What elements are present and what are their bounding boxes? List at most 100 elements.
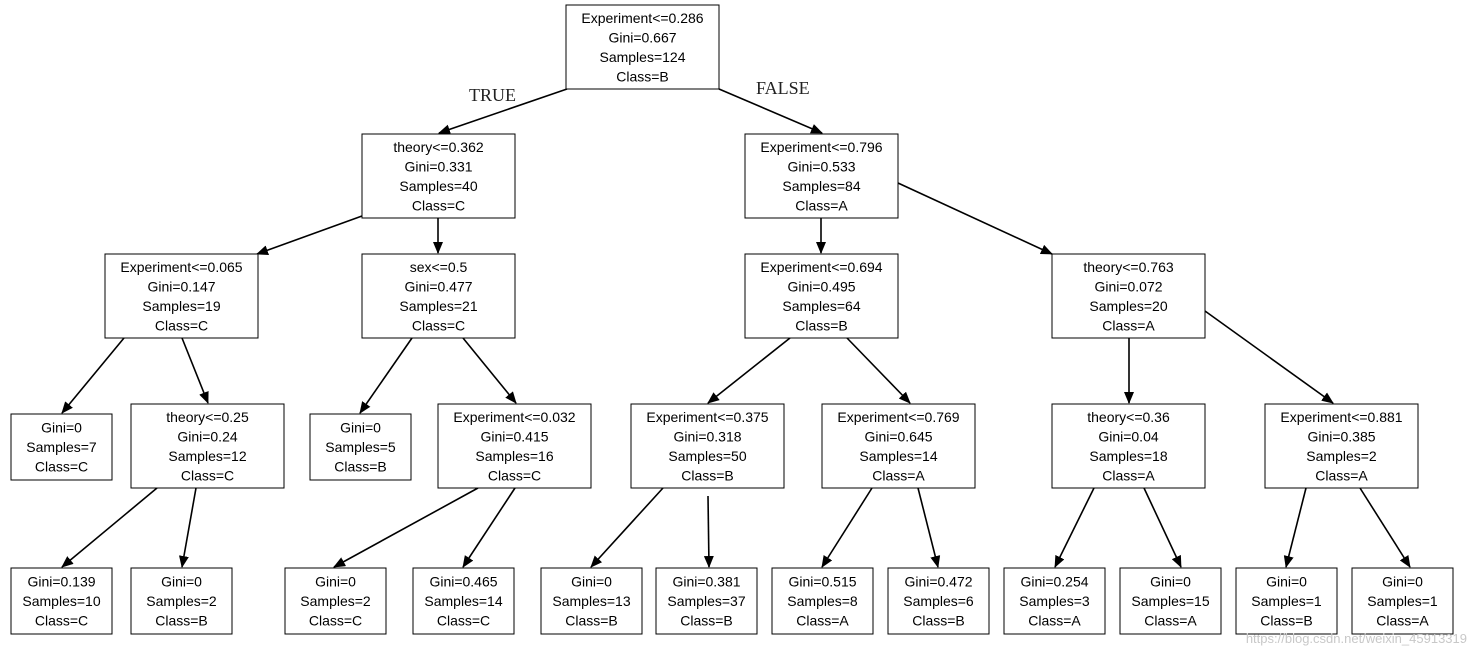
node-line: Experiment<=0.286 — [581, 10, 703, 26]
tree-node-n11: Experiment<=0.375Gini=0.318Samples=50Cla… — [630, 403, 785, 489]
node-line: Class=B — [616, 68, 669, 84]
node-box — [655, 567, 758, 635]
node-line: Class=C — [412, 317, 465, 333]
node-box — [540, 567, 643, 635]
node-line: Class=A — [1315, 467, 1368, 483]
node-line: theory<=0.25 — [166, 409, 249, 425]
node-line: Gini=0.415 — [480, 428, 548, 444]
tree-node-n5: Experiment<=0.694Gini=0.495Samples=64Cla… — [744, 253, 899, 339]
node-line: Samples=37 — [667, 593, 745, 609]
node-line: Samples=2 — [146, 593, 217, 609]
node-line: Samples=40 — [399, 178, 477, 194]
node-box — [1119, 567, 1222, 635]
node-line: Experiment<=0.769 — [837, 409, 959, 425]
node-line: Gini=0 — [340, 420, 381, 436]
node-line: Samples=1 — [1251, 593, 1322, 609]
node-box — [1351, 567, 1454, 635]
node-line: Samples=6 — [903, 593, 974, 609]
node-line: Class=B — [155, 613, 208, 629]
node-line: Samples=10 — [22, 593, 100, 609]
node-line: Samples=2 — [1306, 448, 1377, 464]
node-line: Samples=124 — [599, 49, 685, 65]
edge-n6-n14 — [1204, 310, 1334, 404]
node-box — [10, 567, 113, 635]
edge-n2-n6 — [897, 182, 1053, 255]
node-line: Gini=0.472 — [904, 574, 972, 590]
node-line: Class=A — [1144, 613, 1197, 629]
edges-layer — [61, 88, 1411, 568]
node-line: Samples=50 — [668, 448, 746, 464]
tree-node-n10: Experiment<=0.032Gini=0.415Samples=16Cla… — [437, 403, 592, 489]
edge-n5-n11 — [707, 337, 791, 404]
node-line: Class=A — [796, 613, 849, 629]
node-line: Samples=15 — [1131, 593, 1209, 609]
node-line: theory<=0.763 — [1083, 259, 1174, 275]
node-line: sex<=0.5 — [410, 259, 468, 275]
node-line: Class=B — [795, 317, 848, 333]
node-line: Gini=0.515 — [788, 574, 856, 590]
node-line: Samples=14 — [859, 448, 937, 464]
node-line: Class=B — [680, 613, 733, 629]
node-line: Gini=0 — [1150, 574, 1191, 590]
node-line: Gini=0.147 — [147, 278, 215, 294]
edge-n14-n25 — [1283, 487, 1307, 568]
edge-n0-n2 — [718, 88, 823, 134]
node-line: Samples=3 — [1019, 593, 1090, 609]
node-line: Gini=0.072 — [1094, 278, 1162, 294]
node-line: Samples=21 — [399, 298, 477, 314]
edge-n12-n21 — [821, 487, 873, 568]
node-line: Experiment<=0.796 — [760, 139, 882, 155]
edge-n5-n12 — [846, 337, 911, 404]
node-box — [309, 413, 412, 481]
node-line: Samples=2 — [300, 593, 371, 609]
edge-n12-n22 — [917, 487, 941, 568]
edge-n13-n24 — [1143, 487, 1182, 568]
node-box — [130, 403, 285, 489]
node-line: Gini=0 — [315, 574, 356, 590]
node-box — [130, 567, 233, 635]
node-line: Class=A — [795, 197, 848, 213]
node-box — [1235, 567, 1338, 635]
node-box — [1051, 253, 1206, 339]
node-line: Class=C — [309, 613, 362, 629]
node-box — [437, 403, 592, 489]
node-box — [284, 567, 387, 635]
node-box — [1264, 403, 1419, 489]
node-line: Gini=0.385 — [1307, 428, 1375, 444]
node-line: Samples=8 — [787, 593, 858, 609]
watermark-text: https://blog.csdn.net/weixin_45913319 — [1246, 631, 1467, 646]
nodes-layer: Experiment<=0.286Gini=0.667Samples=124Cl… — [10, 4, 1454, 635]
node-line: Samples=84 — [782, 178, 860, 194]
node-line: Samples=19 — [142, 298, 220, 314]
node-box — [630, 403, 785, 489]
edge-n4-n10 — [462, 337, 517, 404]
node-line: Gini=0.318 — [673, 428, 741, 444]
node-box — [10, 413, 113, 481]
edge-n1-n3 — [256, 215, 363, 255]
node-box — [744, 133, 899, 219]
node-box — [104, 253, 259, 339]
node-line: Class=C — [155, 317, 208, 333]
edge-n8-n16 — [178, 487, 197, 568]
node-line: Gini=0.139 — [27, 574, 95, 590]
node-line: Class=C — [181, 467, 234, 483]
tree-node-n14: Experiment<=0.881Gini=0.385Samples=2Clas… — [1264, 403, 1419, 489]
node-line: Gini=0.645 — [864, 428, 932, 444]
tree-node-n2: Experiment<=0.796Gini=0.533Samples=84Cla… — [744, 133, 899, 219]
node-line: Gini=0.465 — [429, 574, 497, 590]
tree-node-n3: Experiment<=0.065Gini=0.147Samples=19Cla… — [104, 253, 259, 339]
node-line: Gini=0.381 — [672, 574, 740, 590]
node-line: Class=B — [565, 613, 618, 629]
node-line: Class=A — [1102, 317, 1155, 333]
node-box — [821, 403, 976, 489]
node-line: Class=A — [1102, 467, 1155, 483]
